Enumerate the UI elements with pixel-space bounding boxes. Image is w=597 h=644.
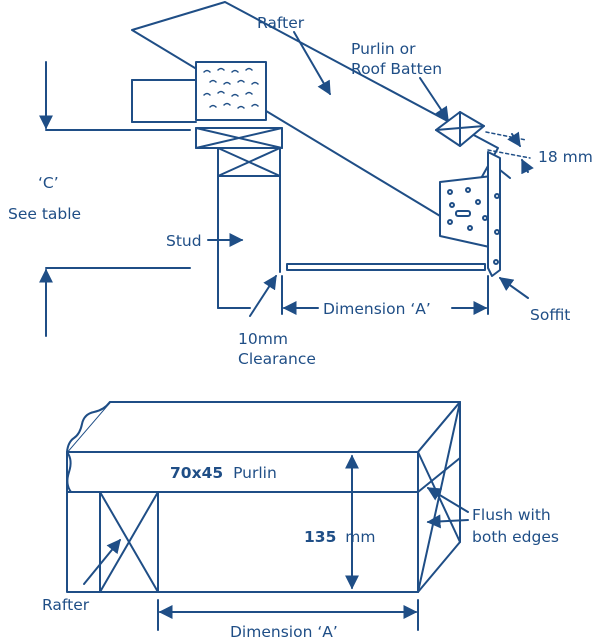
purlin-size-label: 70x45 Purlin [170,464,277,482]
rafter-bottom-leader [83,538,121,585]
dimension-a-bottom [157,599,419,631]
rafter-bottom-label: Rafter [42,596,90,614]
gap-18mm-label: 18 mm [538,148,593,166]
flush-leader-bottom [426,514,469,529]
depth-value: 135 [304,528,336,546]
purlin-block [435,111,485,147]
purlin-label-line1: Purlin or [351,40,416,58]
flush-label-line2: both edges [472,528,559,546]
clearance-label-line2: Clearance [238,350,316,368]
clearance-leader [249,274,277,317]
soffit-board [286,263,486,271]
dimension-a-top-label: Dimension ‘A’ [323,300,431,318]
clearance-label-line1: 10mm [238,330,288,348]
depth-label: 135 mm [304,528,376,546]
flush-leader-top [426,487,469,513]
purlin-label-line2: Roof Batten [351,60,442,78]
soffit-leader [498,277,529,299]
nail-plate [195,61,267,121]
rafter-end-cross [99,491,159,593]
see-table-label: See table [8,205,81,223]
top-plate [131,79,197,123]
dimension-a-top [281,275,489,315]
top-section-detail: Rafter Purlin or Roof Batten 18 mm ‘C’ S… [8,1,593,368]
purlin-size-value: 70x45 [170,464,223,482]
purlin-torn-edge [66,401,111,453]
wall-plate-upper [195,127,283,149]
rafter-leader [293,31,331,96]
depth-unit: mm [345,528,375,546]
rafter-member [131,1,499,226]
wall-plate-lower [217,147,281,177]
soffit-label: Soffit [530,306,570,324]
rafter-label: Rafter [257,14,305,32]
c-label: ‘C’ [38,174,59,192]
bottom-section-detail: 70x45 Purlin 135 mm Flush with both edge… [42,401,559,641]
dimension-a-bottom-label: Dimension ‘A’ [230,623,338,641]
stud [217,175,281,309]
purlin-top-face [66,401,461,453]
flush-label-line1: Flush with [472,506,551,524]
fascia-bracket [439,151,511,277]
gap-18mm-marks [485,131,534,175]
purlin-word: Purlin [233,464,277,482]
purlin-leader [419,77,449,122]
stud-label: Stud [166,232,202,250]
